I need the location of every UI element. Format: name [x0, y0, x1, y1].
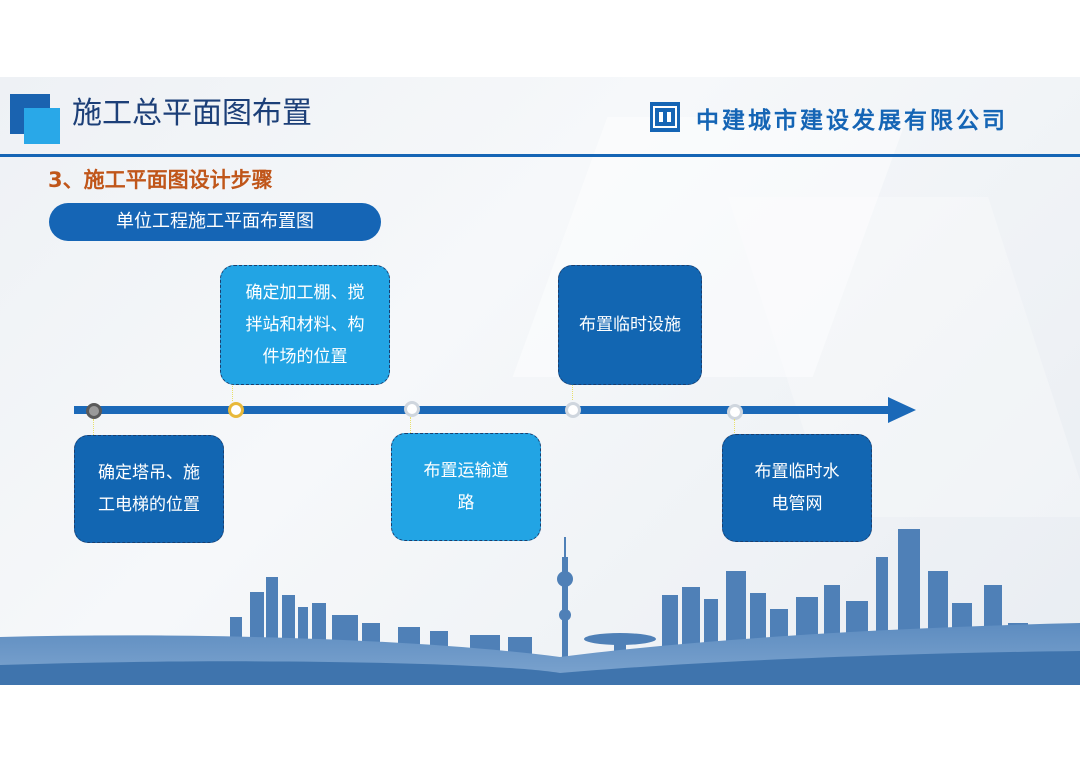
- city-skyline-image: [0, 527, 1080, 685]
- step-card-text: 确定加工棚、搅 拌站和材料、构 件场的位置: [246, 277, 365, 373]
- header-divider: [0, 154, 1080, 157]
- company-name: 中建城市建设发展有限公司: [696, 101, 1008, 135]
- step-card-road: 布置运输道 路: [391, 433, 541, 541]
- company-logo-icon: [650, 102, 680, 132]
- step-card-text: 布置临时水 电管网: [755, 456, 840, 520]
- step-card-workshop: 确定加工棚、搅 拌站和材料、构 件场的位置: [220, 265, 390, 385]
- slide: 施工总平面图布置 中建城市建设发展有限公司 3、施工平面图设计步骤 单位工程施工…: [0, 77, 1080, 685]
- step-card-text: 布置运输道 路: [424, 455, 509, 519]
- timeline-node: [727, 404, 743, 420]
- step-card-text: 布置临时设施: [579, 309, 681, 341]
- step-card-water-power: 布置临时水 电管网: [722, 434, 872, 542]
- timeline-arrow-icon: [888, 397, 916, 423]
- timeline-node: [565, 402, 581, 418]
- title-decoration-square: [24, 108, 60, 144]
- subtitle-pill: 单位工程施工平面布置图: [49, 203, 381, 241]
- timeline-axis: [74, 406, 894, 414]
- timeline-node: [228, 402, 244, 418]
- page-title: 施工总平面图布置: [72, 97, 337, 131]
- step-title: 3、施工平面图设计步骤: [48, 164, 273, 194]
- step-card-text: 确定塔吊、施 工电梯的位置: [98, 457, 200, 521]
- timeline-node: [404, 401, 420, 417]
- step-card-temp-facilities: 布置临时设施: [558, 265, 702, 385]
- timeline-node: [86, 403, 102, 419]
